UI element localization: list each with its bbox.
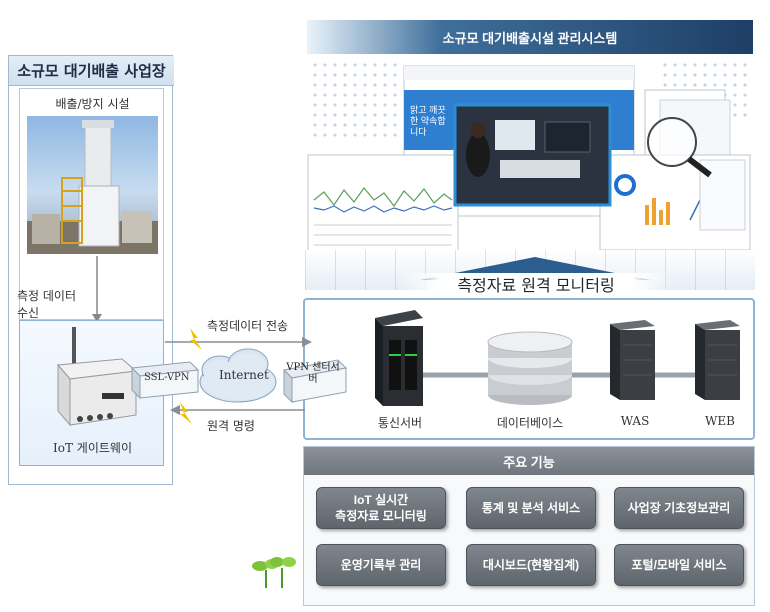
comm-server-icon [375,310,423,406]
function-portal-mobile: 포털/모바일 서비스 [614,544,744,586]
down-arrow-icon [92,256,102,322]
facility-box: 배출/방지 시설 [19,88,164,320]
function-site-info: 사업장 기초정보관리 [614,487,744,529]
internet-label: Internet [219,368,269,382]
function-iot-monitoring: IoT 실시간 측정자료 모니터링 [316,487,446,529]
database-label: 데이터베이스 [496,416,564,430]
dot-pattern [310,60,400,140]
sprout-icon [252,557,296,588]
database-icon [487,331,573,405]
site-panel: 소규모 대기배출 사업장 배출/방지 시설 측정 데이터 수신 [8,55,174,485]
function-operation-log: 운영기록부 관리 [316,544,446,586]
send-data-label: 측정데이터 전송 [207,319,289,333]
portal-slogan: 맑고 깨끗한 약속합니다 [410,105,446,137]
site-title: 소규모 대기배출 사업장 [9,56,174,86]
was-server-icon [610,320,655,400]
internet-cloud-icon [199,348,277,403]
lightning-icon [190,328,202,350]
function-dashboard: 대시보드(현황집계) [466,544,596,586]
ssl-vpn-label: SSL-VPN [144,372,190,383]
screenshot-collage: 맑고 깨끗한 약속합니다 [300,60,760,285]
facility-photo [27,116,158,254]
network-diagram [130,328,348,424]
iot-gateway-device-icon [56,327,138,427]
server-panel: 통신서버 데이터베이스 WAS WEB [303,298,755,440]
vpn-server-label: VPN 센터서버 [286,362,340,385]
facility-label: 배출/방지 시설 [55,97,130,111]
functions-panel: 주요 기능 IoT 실시간 측정자료 모니터링 통계 및 분석 서비스 사업장 … [303,446,755,606]
gateway-label: IoT 게이트웨이 [53,441,132,455]
function-statistics: 통계 및 분석 서비스 [466,487,596,529]
web-label: WEB [705,414,735,428]
lightning-icon [180,402,192,424]
system-banner: 소규모 대기배출시설 관리시스템 [307,20,753,54]
monitoring-label: 측정자료 원격 모니터링 [398,273,674,299]
comm-server-label: 통신서버 [377,416,423,430]
web-server-icon [695,320,740,400]
was-label: WAS [620,414,650,428]
remote-command-label: 원격 명령 [207,419,255,433]
gateway-box: IoT 게이트웨이 [19,320,164,466]
functions-title: 주요 기능 [304,447,754,475]
measure-data-label: 측정 데이터 수신 [17,289,77,320]
